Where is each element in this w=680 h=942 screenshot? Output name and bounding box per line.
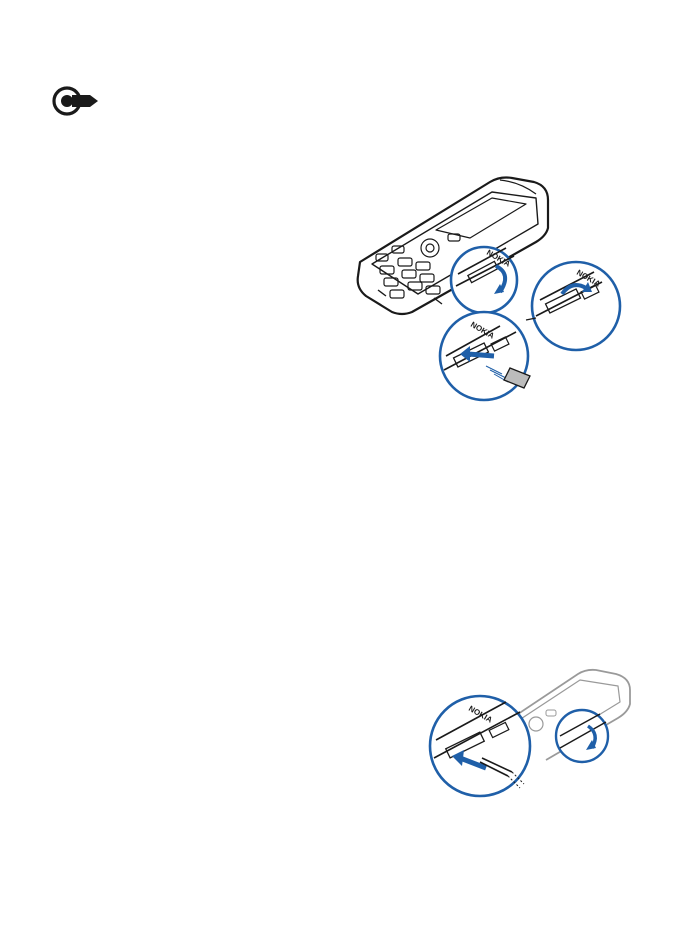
zoom-panel-open-cover: NOKIA <box>451 247 517 313</box>
important-notice-icon <box>52 84 100 118</box>
zoom-panel-remove-card: NOKIA <box>430 696 530 796</box>
zoom-panel-open-cover <box>556 710 608 762</box>
zoom-panel-insert-card: NOKIA <box>440 312 530 400</box>
memory-card-remove-illustration: NOKIA <box>428 664 640 800</box>
memory-card-insert-illustration: NOKIA NOKIA NOKIA <box>350 170 630 402</box>
zoom-panel-close-cover: NOKIA <box>532 262 620 350</box>
